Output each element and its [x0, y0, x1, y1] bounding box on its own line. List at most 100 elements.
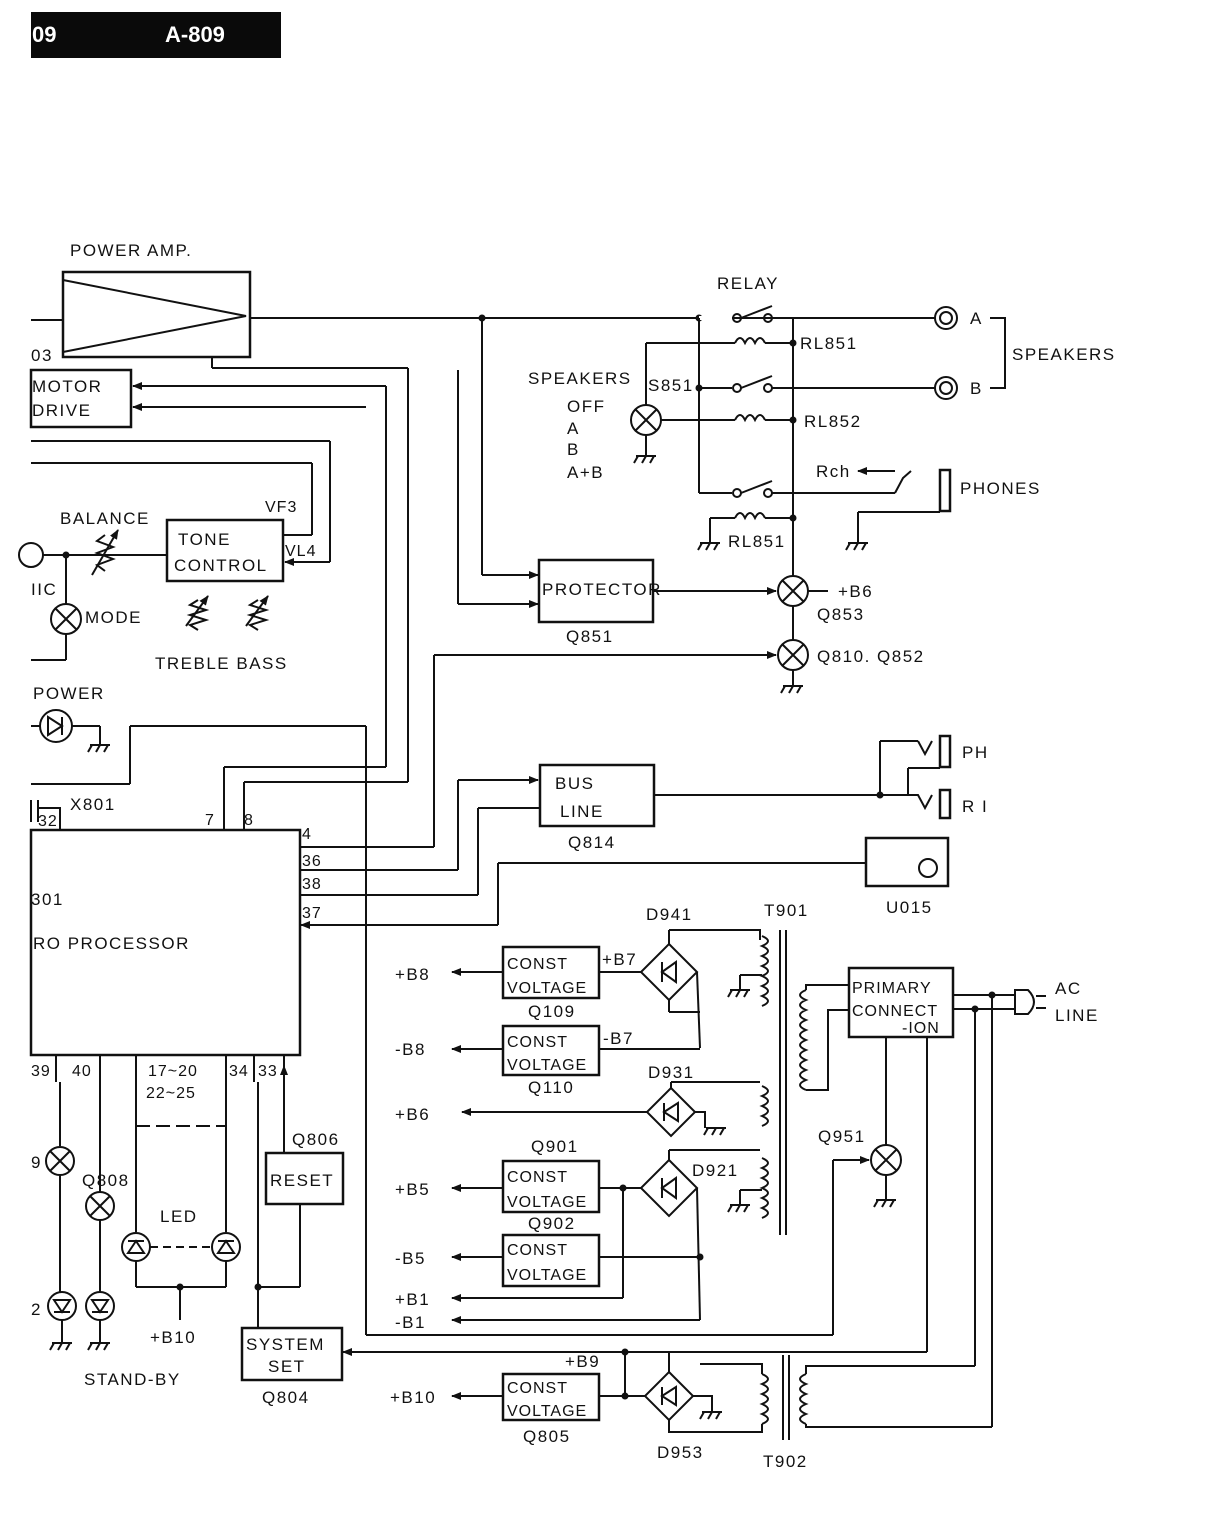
pin-4: 4	[302, 826, 312, 843]
bus-line-box	[538, 763, 656, 828]
q03-label: 03	[31, 346, 53, 365]
switch-off-label: OFF	[567, 397, 606, 416]
system-set-label-2: SET	[268, 1357, 306, 1376]
q109-label: Q109	[528, 1002, 576, 1021]
d953-label: D953	[657, 1443, 704, 1462]
t902-label: T902	[763, 1452, 808, 1471]
b5-plus-label: +B5	[395, 1180, 430, 1199]
phones-label: PHONES	[960, 479, 1041, 498]
q814-label: Q814	[568, 833, 616, 852]
switch-ab-label: A+B	[567, 463, 604, 482]
const-voltage-5-box	[501, 1372, 601, 1422]
b1-plus-label: +B1	[395, 1290, 430, 1309]
q853-b6-label: +B6	[838, 582, 873, 601]
speakers-group-label: SPEAKERS	[1012, 345, 1116, 364]
const-voltage-4-label-a: CONST	[507, 1242, 568, 1259]
primary-connection-label-2: CONNECT	[852, 1003, 938, 1020]
led-1-icon	[121, 1232, 151, 1262]
const-voltage-3-label-b: VOLTAGE	[507, 1194, 587, 1211]
t902-primary-icon	[799, 1373, 809, 1425]
edge-r-label: 2	[31, 1300, 42, 1319]
const-voltage-2-label-a: CONST	[507, 1034, 568, 1051]
led-label: LED	[160, 1207, 198, 1226]
q806-label: Q806	[292, 1130, 340, 1149]
balance-label: BALANCE	[60, 509, 150, 528]
pin-8: 8	[244, 812, 254, 829]
q808-label: Q808	[82, 1171, 130, 1190]
q902-label: Q902	[528, 1214, 576, 1233]
protector-label: PROTECTOR	[542, 580, 662, 599]
tone-section: BALANCE TONE CONTROL VF3 VL4 TREBLE BASS…	[18, 499, 316, 673]
const-voltage-5-label-a: CONST	[507, 1380, 568, 1397]
b7-plus-label: +B7	[602, 950, 637, 969]
t902-secondary-icon	[759, 1373, 769, 1425]
b9-label: +B9	[565, 1352, 600, 1371]
d921-label: D921	[692, 1161, 739, 1180]
power-supply-section: D941 T901 CONST VOLTAGE +B7 Q109 +B8 CON…	[342, 901, 1099, 1471]
header-bar: 09 A-809	[31, 12, 281, 58]
led-2-icon	[211, 1232, 241, 1262]
d941-label: D941	[646, 905, 693, 924]
q804-label: Q804	[262, 1388, 310, 1407]
micro-processor: 301 RO PROCESSOR X801 32 7 8 4 36 38 37	[29, 651, 866, 1057]
primary-connection-label-1: PRIMARY	[852, 980, 932, 997]
tone-control-label-2: CONTROL	[174, 556, 268, 575]
system-set-box	[240, 1326, 344, 1382]
rl851-top-label: RL851	[800, 334, 858, 353]
q809-label: 9	[31, 1153, 42, 1172]
primary-connection-label-3: -ION	[902, 1020, 940, 1037]
q951-label: Q951	[818, 1127, 866, 1146]
const-voltage-2-label-b: VOLTAGE	[507, 1057, 587, 1074]
standby-led-1-icon	[47, 1291, 77, 1321]
primary-connection-box	[847, 966, 955, 1039]
rl851-bottom-label: RL851	[728, 532, 786, 551]
s851-label: S851	[648, 376, 694, 395]
vl4-label: VL4	[285, 543, 316, 560]
lower-left-circuit: 39 40 17~20 22~25 34 33 9 Q808 2 STAND-B…	[31, 1055, 345, 1407]
ph-label: PH	[962, 743, 989, 762]
power-amp-label: POWER AMP.	[70, 241, 192, 260]
bus-line-label-1: BUS	[555, 774, 594, 793]
const-voltage-1-label-b: VOLTAGE	[507, 980, 587, 997]
const-voltage-1-label-a: CONST	[507, 956, 568, 973]
q901-label: Q901	[531, 1137, 579, 1156]
ac-plug-icon	[1014, 989, 1035, 1015]
switch-b-label: B	[567, 440, 580, 459]
bus-line-section: BUS LINE Q814 PH R I U015	[538, 734, 989, 917]
b5-minus-label: -B5	[395, 1249, 426, 1268]
b8-minus-label: -B8	[395, 1040, 426, 1059]
line-label: LINE	[1055, 1006, 1099, 1025]
u015-label: U015	[886, 898, 933, 917]
speaker-relay-section: RELAY A RL851 B SPEAKERS SPEAKERS	[457, 274, 1116, 694]
motor-drive-label-2: DRIVE	[32, 401, 91, 420]
motor-drive: MOTOR DRIVE	[29, 368, 387, 767]
pins-22-25: 22~25	[146, 1085, 196, 1102]
d953-bridge-icon	[643, 1370, 695, 1422]
standby-led-2-icon	[85, 1291, 115, 1321]
power-led-icon	[39, 709, 73, 743]
mode-label: MODE	[85, 608, 142, 627]
const-voltage-2-box	[501, 1024, 601, 1077]
const-voltage-5-label-b: VOLTAGE	[507, 1403, 587, 1420]
vf3-label: VF3	[265, 499, 297, 516]
bass-pot-icon	[246, 599, 270, 631]
q110-label: Q110	[528, 1078, 574, 1097]
q810-q852-label: Q810. Q852	[817, 647, 925, 666]
reset-label: RESET	[270, 1171, 334, 1190]
pin-37: 37	[302, 905, 322, 922]
protector-box	[537, 558, 655, 624]
const-voltage-3-box	[501, 1159, 601, 1214]
b1-minus-label: -B1	[395, 1313, 426, 1332]
remote-sensor-icon	[918, 858, 938, 878]
rl852-label: RL852	[804, 412, 862, 431]
d931-label: D931	[648, 1063, 695, 1082]
b8-plus-label: +B8	[395, 965, 430, 984]
standby-label: STAND-BY	[84, 1370, 181, 1389]
const-voltage-3-label-a: CONST	[507, 1169, 568, 1186]
pin-40: 40	[72, 1063, 92, 1080]
ac-label: AC	[1055, 979, 1082, 998]
b7-minus-label: -B7	[603, 1029, 634, 1048]
reset-box	[264, 1151, 345, 1206]
q851-label: Q851	[566, 627, 614, 646]
bus-line-label-2: LINE	[560, 802, 604, 821]
